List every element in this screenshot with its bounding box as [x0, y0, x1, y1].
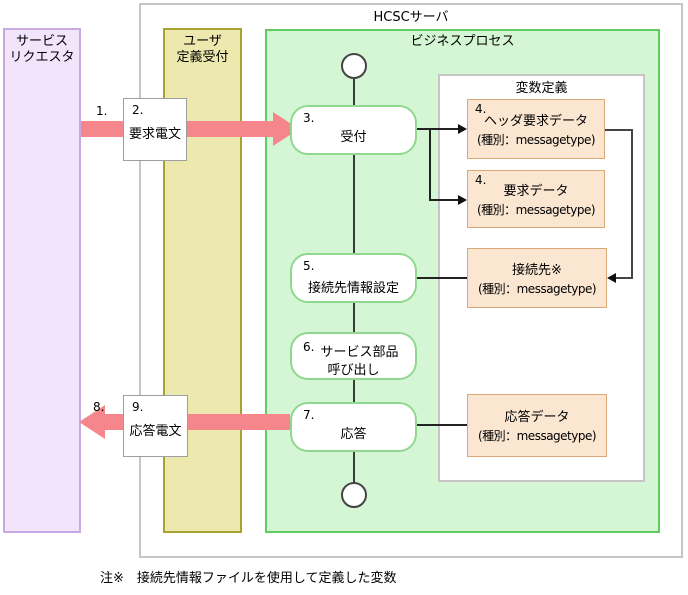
- var-box-request-data: 4. 要求データ (種別：messagetype): [467, 170, 605, 228]
- response-message-label: 応答電文: [129, 424, 182, 439]
- footnote: 注※ 接続先情報ファイルを使用して定義した変数: [100, 571, 397, 586]
- hcsc-server-title: HCSCサーバ: [373, 10, 449, 25]
- flow-line-call-to-response: [353, 380, 355, 403]
- var-box-name: 応答データ: [504, 410, 570, 425]
- connector-reception-to-header: [417, 128, 459, 130]
- service-requester-label-line2: リクエスタ: [9, 50, 75, 65]
- arrowhead-to-destination-icon: [607, 273, 616, 283]
- service-requester-lane: サービス リクエスタ: [3, 28, 81, 533]
- node-label: 接続先情報設定: [307, 281, 399, 296]
- var-box-number: 4.: [475, 173, 487, 187]
- flow-line-start-to-reception: [353, 78, 355, 106]
- connector-branch-vertical: [429, 128, 431, 201]
- node-connection-setting: 5. 接続先情報設定: [290, 253, 417, 303]
- var-box-name: ヘッダ要求データ: [483, 114, 588, 129]
- var-box-type: (種別：messagetype): [477, 282, 597, 296]
- service-requester-label-line1: サービス: [15, 34, 68, 49]
- node-number: 3.: [303, 111, 315, 125]
- node-reception: 3. 受付: [290, 105, 417, 155]
- loop-line-top: [605, 129, 633, 131]
- var-box-type: (種別：messagetype): [476, 203, 596, 217]
- var-box-header-request-data: 4. ヘッダ要求データ (種別：messagetype): [467, 99, 605, 159]
- loop-line-bottom: [616, 277, 633, 279]
- node-label: 受付: [340, 130, 367, 145]
- node-number: 5.: [303, 259, 315, 273]
- node-number: 6.: [303, 340, 315, 354]
- var-box-response-data: 応答データ (種別：messagetype): [467, 394, 607, 457]
- step-1-label: 1.: [96, 104, 108, 118]
- variable-definition-title: 変数定義: [515, 81, 568, 96]
- step-8-label: 8.: [93, 400, 105, 414]
- node-response: 7. 応答: [290, 402, 417, 452]
- user-reception-label-line2: 定義受付: [176, 50, 229, 65]
- node-label-line1: サービス部品: [320, 345, 399, 360]
- node-service-call: 6. サービス部品 呼び出し: [290, 332, 417, 380]
- end-node-circle: [341, 482, 367, 508]
- flow-line-setting-to-call: [353, 303, 355, 333]
- node-label-line2: 呼び出し: [327, 363, 380, 378]
- request-message-box: 2. 要求電文: [123, 98, 187, 161]
- connector-branch-to-request: [429, 199, 459, 201]
- node-label: 応答: [340, 427, 367, 442]
- flow-line-response-to-end: [353, 452, 355, 483]
- arrowhead-to-request-data-icon: [458, 195, 467, 205]
- arrowhead-to-header-request-icon: [458, 124, 467, 134]
- business-process-label: ビジネスプロセス: [410, 34, 515, 49]
- user-reception-label-line1: ユーザ: [183, 34, 222, 49]
- var-box-type: (種別：messagetype): [476, 133, 596, 147]
- var-box-name: 要求データ: [503, 184, 569, 199]
- request-message-label: 要求電文: [128, 127, 181, 142]
- loop-line-vertical: [631, 129, 633, 279]
- var-box-type: (種別：messagetype): [477, 429, 597, 443]
- var-box-number: 4.: [475, 102, 487, 116]
- node-number: 7.: [303, 408, 315, 422]
- request-message-number: 2.: [132, 103, 144, 117]
- connector-setting-to-destination: [417, 277, 467, 279]
- var-box-connection-destination: 接続先※ (種別：messagetype): [467, 248, 607, 308]
- response-message-box: 9. 応答電文: [123, 395, 188, 457]
- response-message-number: 9.: [132, 400, 144, 414]
- connector-response-to-data: [417, 424, 467, 426]
- start-node-circle: [341, 53, 367, 79]
- response-message-arrowhead-icon: [79, 405, 105, 439]
- flow-line-reception-to-setting: [353, 155, 355, 254]
- var-box-name: 接続先※: [512, 263, 562, 278]
